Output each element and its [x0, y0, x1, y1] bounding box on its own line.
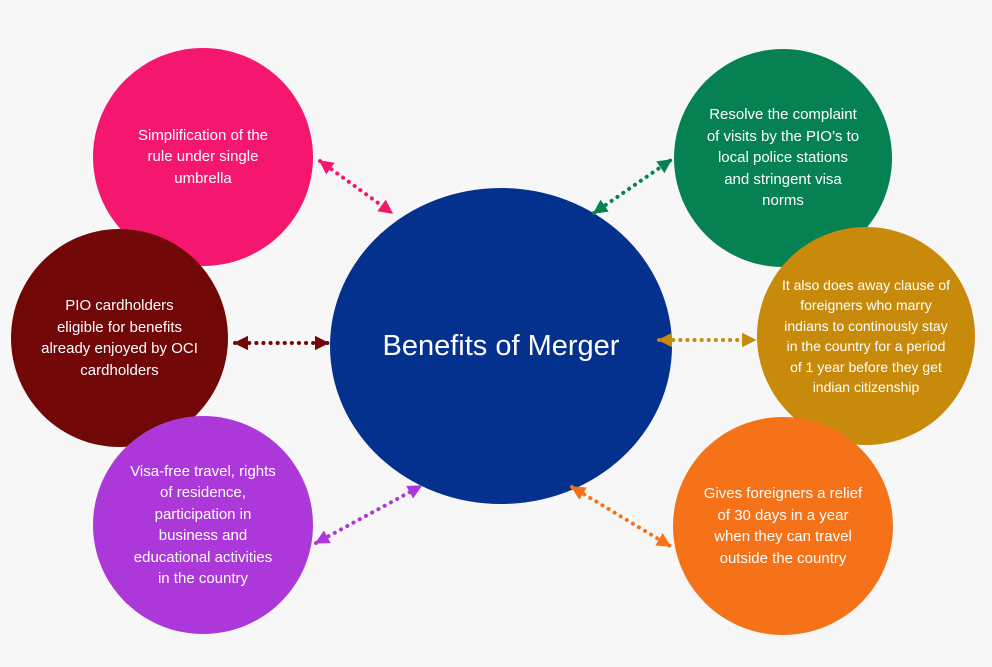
arrow-bot-right [570, 485, 672, 548]
node-marriage-clause: It also does away clause of foreigners w… [757, 227, 975, 445]
node-pio-benefits-text: PIO cardholders eligible for benefits al… [41, 297, 198, 379]
node-travel-relief: Gives foreigners a relief of 30 days in … [673, 417, 893, 635]
center-circle: Benefits of Merger [330, 188, 672, 504]
node-visa-free-travel: Visa-free travel, rights of residence, p… [93, 416, 313, 634]
node-travel-relief-text: Gives foreigners a relief of 30 days in … [703, 485, 863, 567]
node-visa-free-travel-text: Visa-free travel, rights of residence, p… [130, 462, 276, 588]
node-resolve-complaint-text: Resolve the complaint of visits by the P… [706, 106, 860, 210]
node-pio-benefits: PIO cardholders eligible for benefits al… [11, 229, 228, 447]
arrow-top-left [318, 159, 394, 215]
node-simplification-text: Simplification of the rule under single … [137, 126, 269, 187]
node-marriage-clause-text: It also does away clause of foreigners w… [781, 276, 951, 396]
arrow-top-right [592, 158, 673, 215]
arrow-bot-left [314, 484, 423, 545]
center-title: Benefits of Merger [382, 330, 620, 362]
